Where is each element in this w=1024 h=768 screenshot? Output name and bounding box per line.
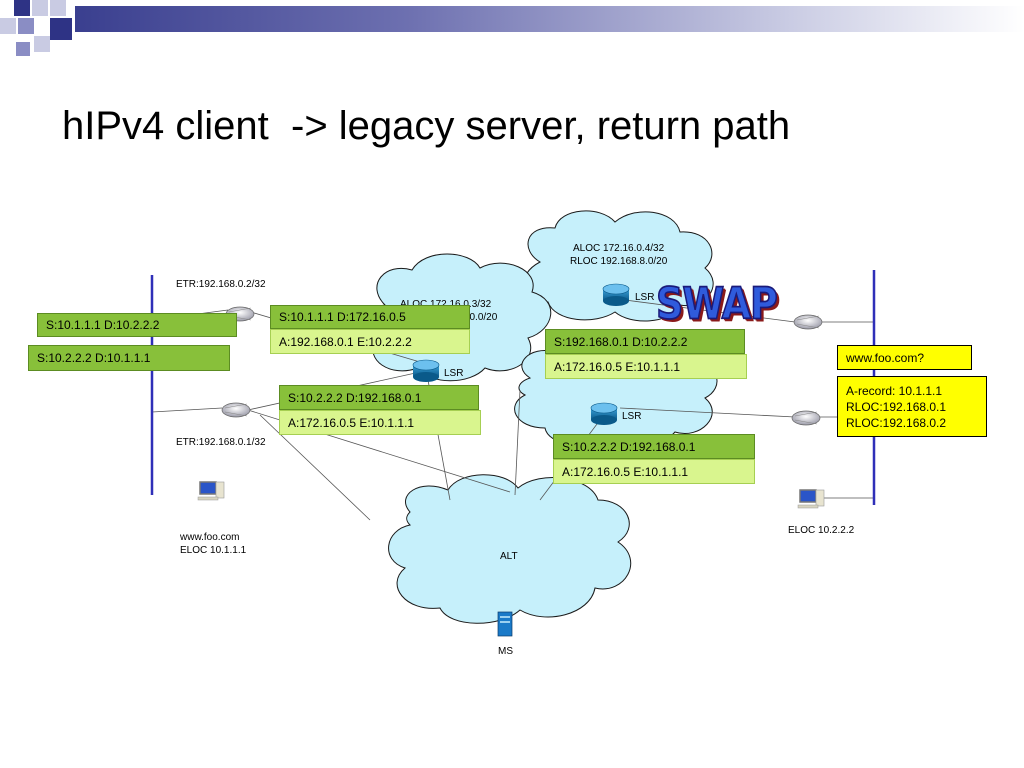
computer-icon — [797, 489, 825, 509]
etr-top-label: ETR:192.168.0.2/32 — [176, 279, 266, 290]
decor-square — [16, 42, 30, 56]
cloud-middle-line1: ALOC 172.16.0.3/32 — [400, 299, 491, 310]
packet-box-outer: S:10.1.1.1 D:172.16.0.5 — [270, 305, 470, 329]
packet-box-outer: S:10.2.2.2 D:192.168.0.1 — [279, 385, 479, 410]
slide-title: hIPv4 client -> legacy server, return pa… — [62, 104, 791, 148]
swap-wordart: SWAP — [655, 277, 778, 329]
etr-bottom-label: ETR:192.168.0.1/32 — [176, 437, 266, 448]
router-icon — [793, 314, 823, 330]
dns-answer-line2: RLOC:192.168.0.1 — [846, 399, 947, 414]
decor-square — [34, 36, 50, 52]
title-bar — [75, 6, 1024, 32]
decor-square — [0, 18, 16, 34]
eloc-right-label: ELOC 10.2.2.2 — [788, 525, 855, 536]
lsr-router-icon — [412, 359, 440, 382]
ms-label: MS — [498, 646, 513, 657]
decor-square — [50, 18, 72, 40]
packet-box-outer: S:192.168.0.1 D:10.2.2.2 — [545, 329, 745, 354]
cloud-top-line1: ALOC 172.16.0.4/32 — [573, 243, 665, 254]
router-icon — [791, 410, 821, 426]
router-icon — [221, 402, 251, 418]
packet-box-inner: A:172.16.0.5 E:10.1.1.1 — [553, 459, 755, 484]
server-icon — [497, 611, 513, 637]
dns-answer-line1: A-record: 10.1.1.1 — [846, 383, 943, 398]
cloud-alt — [388, 474, 632, 624]
packet-box: S:10.1.1.1 D:10.2.2.2 — [37, 313, 237, 337]
lsr-label: LSR — [635, 292, 655, 303]
lsr-label: LSR — [622, 411, 642, 422]
cloud-top — [523, 210, 714, 322]
lsr-label: LSR — [444, 368, 464, 379]
dns-answer-box: A-record: 10.1.1.1 RLOC:192.168.0.1 RLOC… — [837, 376, 987, 437]
cloud-top-line2: RLOC 192.168.8.0/20 — [570, 256, 668, 267]
decor-square — [32, 0, 48, 16]
dns-query-box: www.foo.com? — [837, 345, 972, 370]
cloud-alt-label: ALT — [500, 551, 518, 562]
packet-box-inner: A:172.16.0.5 E:10.1.1.1 — [545, 354, 747, 379]
decor-square — [50, 0, 66, 16]
decor-square — [18, 18, 34, 34]
packet-box-inner: A:172.16.0.5 E:10.1.1.1 — [279, 410, 481, 435]
lsr-router-icon — [590, 402, 618, 425]
packet-box-outer: S:10.2.2.2 D:192.168.0.1 — [553, 434, 755, 459]
packet-box-inner: A:192.168.0.1 E:10.2.2.2 — [270, 329, 470, 354]
server-host-line2: ELOC 10.1.1.1 — [180, 545, 247, 556]
computer-icon — [197, 481, 225, 501]
lsr-router-icon — [602, 283, 630, 306]
server-host-line1: www.foo.com — [180, 532, 240, 543]
dns-answer-line3: RLOC:192.168.0.2 — [846, 415, 947, 430]
packet-box: S:10.2.2.2 D:10.1.1.1 — [28, 345, 230, 371]
decor-square — [14, 0, 30, 16]
